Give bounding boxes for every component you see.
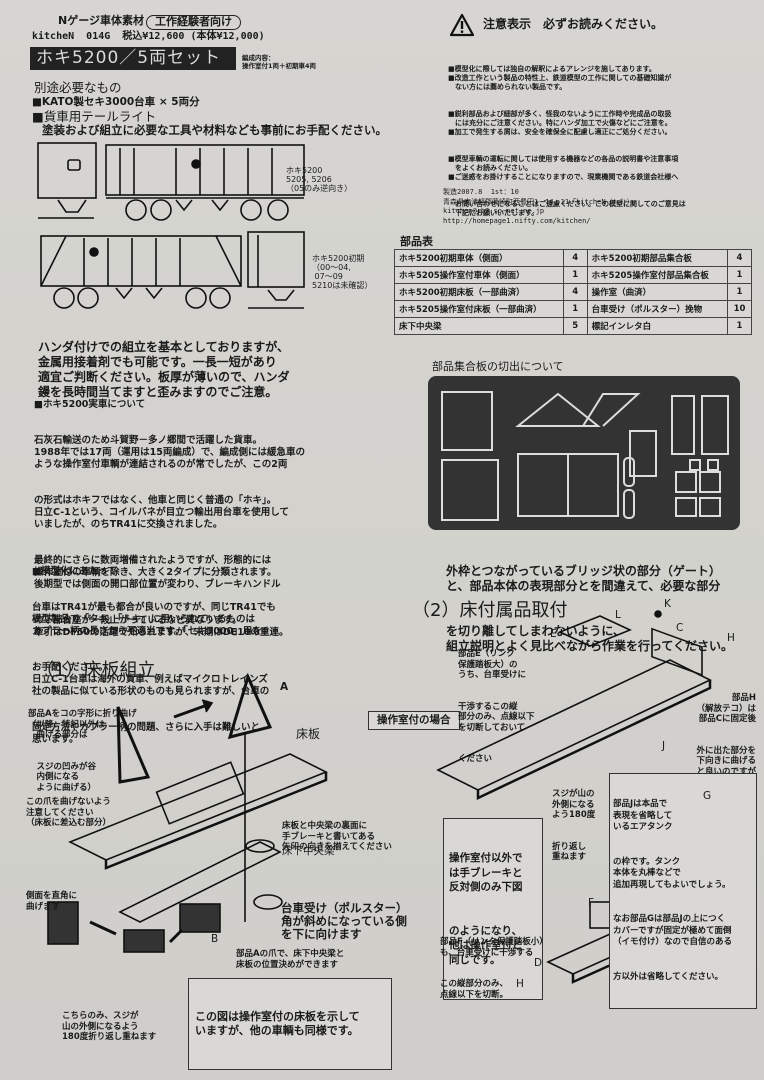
etch-instructions: 外枠とつながっているブリッジ状の部分（ゲート）と、部品本体の表現部分とを間違えて… — [446, 564, 734, 653]
label-d: D — [534, 957, 543, 969]
product-title: ホキ5200／5両セット — [30, 47, 236, 70]
modeling-section: ■模型化にあたって 台車はTR41が最も都合が良いのですが、同じTR41でも模型… — [32, 566, 276, 745]
required-item: ■KATO製セキ3000台車 × 5両分 — [32, 96, 200, 108]
contents-value: 操作室付1両＋初期車4両 — [242, 62, 317, 70]
label-b: B — [211, 933, 219, 945]
label-a: A — [280, 681, 289, 693]
required-heading: 別途必要なもの — [34, 80, 122, 95]
part-a-note: 部品Aをコの字形に折り曲げ（以降、特記以外は 曲げる部分は スジの凹みが谷 内側… — [28, 709, 137, 793]
caution-body: ■模型化に際しては独自の解釈によるアレンジを施してあります。■改造工作という製品… — [448, 65, 686, 217]
side-bend-note: 側面を直角に曲げます — [26, 891, 78, 912]
part-f-note: 部品F（リンク保護踏板小）も、台車受けに干渉する この縦部分のみ、点線以下を切断… — [440, 937, 548, 1000]
category-label: Nゲージ車体素材 — [58, 14, 144, 27]
modeling-heading: ■模型化にあたって — [32, 566, 117, 577]
label-f: F — [588, 897, 595, 909]
bolster-note: 台車受け（ポルスター）角が斜めになっている側を下に向けます — [281, 901, 408, 941]
warning-icon — [449, 13, 475, 37]
floor-assembly-diagram — [47, 672, 328, 953]
case-label: 操作室付の場合 — [368, 711, 460, 730]
step2-heading: （2）床付属品取付 — [412, 600, 568, 621]
step1-heading: （1）床板組立 — [36, 660, 156, 681]
fold-j-note: スジが山の外側になるよう180度 折り返し重ねます — [552, 789, 596, 862]
history-section: ■ホキ5200実車について 石灰石輸送のため斗賀野－多ノ郷間で活躍した貨車。19… — [34, 399, 306, 638]
level-badge: 工作経験者向け — [146, 15, 241, 30]
parts-table-heading: 部品表 — [400, 235, 433, 248]
claw-note: この爪を曲げないよう注意してください（床板に差込む部分） — [26, 797, 112, 828]
label-h: H — [727, 632, 735, 644]
required-item: ■貨車用テールライト — [32, 109, 157, 124]
contents-label: 編成内容： — [242, 54, 275, 62]
history-heading: ■ホキ5200実車について — [34, 399, 146, 410]
label-floor: 床板 — [296, 727, 321, 741]
step1-boxed-note: この図は操作室付の床板を示していますが、他の車輌も同様です。 — [188, 978, 392, 1070]
label-e: E — [550, 628, 557, 640]
label-g: G — [703, 790, 712, 802]
required-note: 塗装および組立に必要な工具や材料なども事前にお手配ください。 — [42, 123, 387, 137]
label-l: L — [615, 609, 621, 621]
label-c: C — [676, 622, 684, 634]
label-k: K — [664, 598, 671, 610]
other-cars-note: 操作室付以外では手ブレーキと反対側のみ下図 のようになり、他は操作室付と同じです… — [443, 818, 543, 1000]
etch-heading: 部品集合板の切出について — [432, 360, 564, 373]
label-h-lower: H — [516, 978, 524, 990]
part-j-note: 部品Jは本品で表現を省略しているエアタンク の枠です。タンク本体を丸棒などで追加… — [609, 773, 757, 1009]
part-e-note: 部品E（リンク保護踏板大）のうち、台車受けに 干渉するこの縦部分のみ、点線以下を… — [458, 649, 535, 764]
product-line: kitcheN 014G 税込¥12,600 (本体¥12,000) — [32, 31, 265, 42]
car-side-diagram — [37, 142, 305, 309]
label-j: J — [662, 740, 666, 752]
etched-parts-sheet-image — [428, 376, 740, 530]
arrow-direction-note: 床板と中央梁の裏面に手ブレーキと書いてある矢印の向きを揃えてください — [282, 821, 392, 852]
caution-heading: 注意表示 必ずお読みください。 — [483, 17, 664, 31]
solder-note: ハンダ付けでの組立を基本としておりますが、金属用接着剤でも可能です。一長一短があ… — [38, 340, 290, 399]
label-beam: 床下中央梁 — [282, 845, 335, 857]
